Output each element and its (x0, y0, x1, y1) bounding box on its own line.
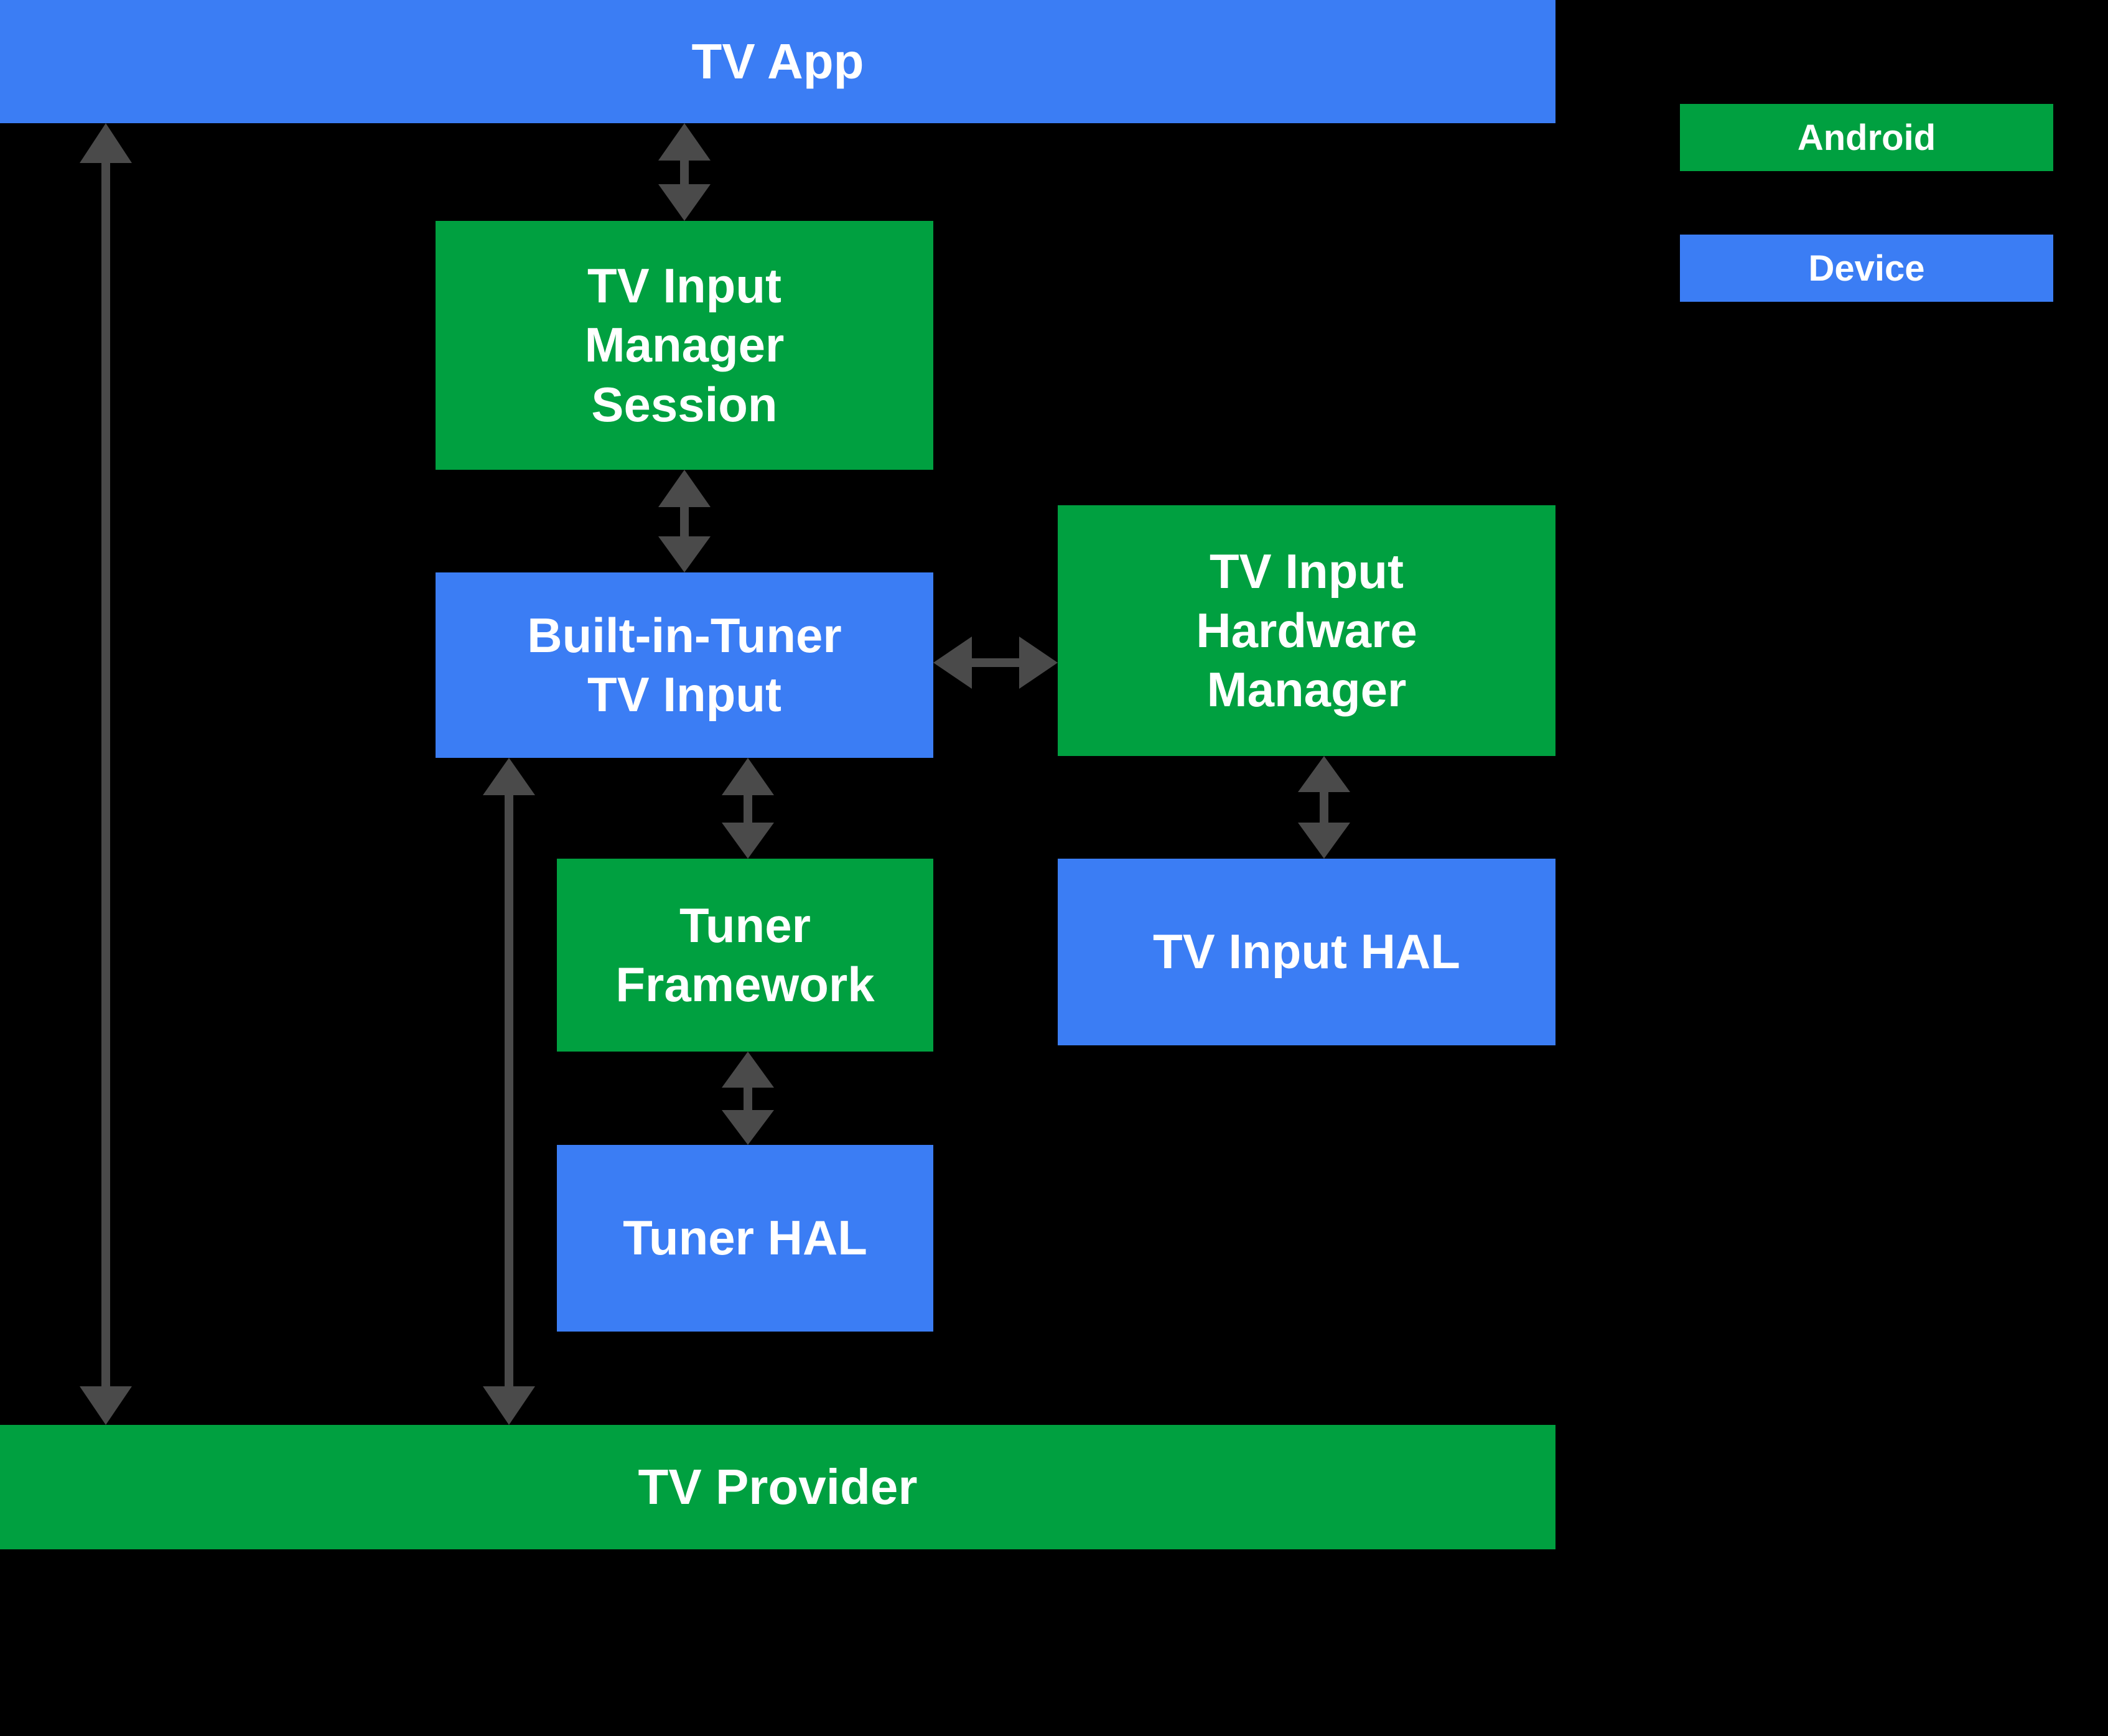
arrow-tv-provider-built-in-tuner (483, 758, 535, 1425)
arrow-tuner-framework-tuner-hal (722, 1052, 774, 1145)
node-tuner-hal[interactable]: Tuner HAL (557, 1145, 933, 1332)
legend-item-android: Android (1680, 104, 2053, 171)
arrow-tv-app-tv-input-manager-session (658, 123, 711, 221)
legend-item-device: Device (1680, 235, 2053, 302)
arrow-built-in-tuner-tv-input-hardware-manager (933, 637, 1058, 689)
node-tv-input-hal[interactable]: TV Input HAL (1058, 859, 1555, 1045)
arrow-built-in-tuner-tuner-framework (722, 758, 774, 859)
arrow-tv-provider-tv-app (80, 123, 132, 1425)
arrow-tv-input-hardware-manager-tv-input-hal (1298, 756, 1350, 859)
arrow-tv-input-manager-session-built-in-tuner (658, 470, 711, 572)
node-tv-provider[interactable]: TV Provider (0, 1425, 1555, 1549)
node-tv-input-hardware-manager[interactable]: TV Input Hardware Manager (1058, 505, 1555, 756)
node-tuner-framework[interactable]: Tuner Framework (557, 859, 933, 1052)
node-tv-app[interactable]: TV App (0, 0, 1555, 123)
node-built-in-tuner-tv-input[interactable]: Built-in-Tuner TV Input (436, 572, 933, 758)
node-tv-input-manager-session[interactable]: TV Input Manager Session (436, 221, 933, 470)
